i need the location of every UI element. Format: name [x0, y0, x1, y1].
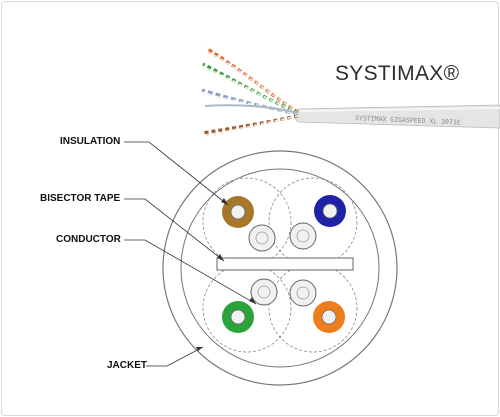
label-conductor: CONDUCTOR — [56, 234, 121, 245]
label-jacket: JACKET — [107, 360, 147, 371]
pair-blue — [314, 195, 346, 227]
conductor-bottom-right — [290, 280, 316, 306]
bisector-tape — [217, 258, 353, 270]
pair-brown — [222, 196, 254, 228]
conductor-top-right — [290, 223, 316, 249]
conductor-core-brown — [231, 205, 245, 219]
conductor-bottom-left — [251, 279, 277, 305]
conductor-top-left — [249, 225, 275, 251]
wire-pair-orange-white — [208, 52, 298, 112]
conductor-core-orange — [322, 310, 336, 324]
pair-orange — [313, 301, 345, 333]
conductor-core-green — [231, 310, 245, 324]
label-insulation: INSULATION — [60, 136, 120, 147]
conductor-core-blue — [323, 204, 337, 218]
leader-jacket — [146, 347, 203, 366]
label-bisector-tape: BISECTOR TAPE — [40, 193, 120, 204]
brand-logo-text: SYSTIMAX® — [335, 62, 459, 86]
wire-pair-brown-white — [203, 116, 298, 136]
pair-green — [222, 301, 254, 333]
